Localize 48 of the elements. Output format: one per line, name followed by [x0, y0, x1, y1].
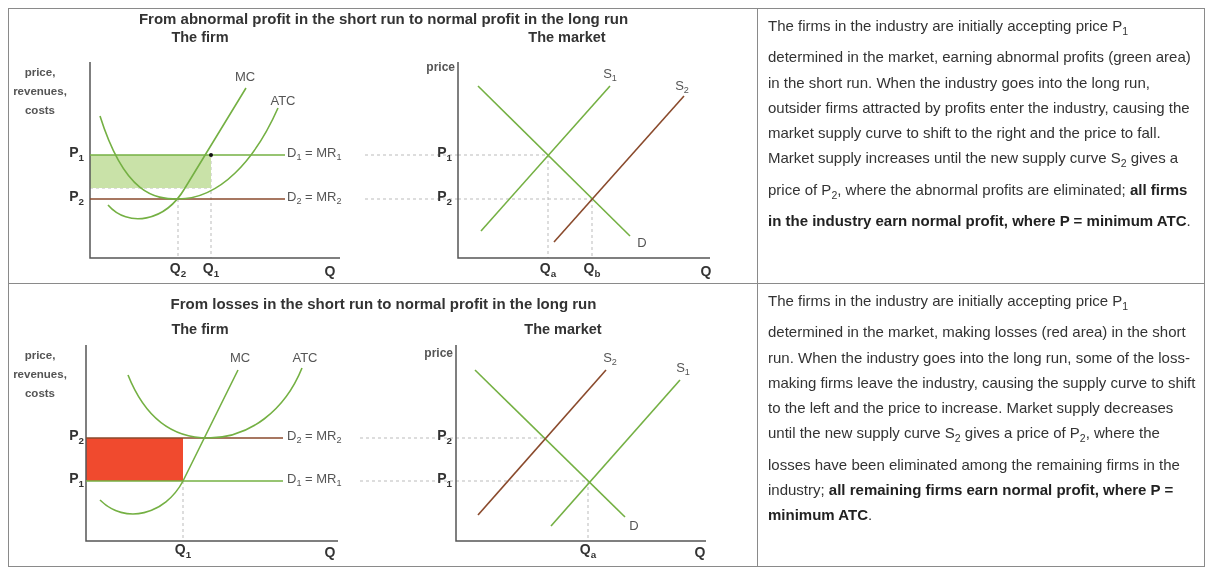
- graph-title: The market: [524, 321, 602, 337]
- quantity-label: Q$_{2}$: [169, 261, 187, 281]
- axis-title: Q: [324, 263, 336, 279]
- curve-label: S$_{2}$: [675, 77, 689, 98]
- graph-title: The firm: [171, 29, 229, 45]
- curve-label: MC: [229, 349, 251, 365]
- curve-label: S$_{2}$: [603, 349, 617, 370]
- quantity-label: Q$_{b}$: [583, 261, 601, 281]
- axis-title: price, revenues, costs: [12, 65, 68, 118]
- curve-label: ATC: [292, 349, 318, 365]
- curve-label: S$_{1}$: [676, 359, 690, 380]
- axis-title: Q: [694, 544, 706, 560]
- price-label: P$_{2}$: [69, 428, 84, 448]
- curve-label: D$_{2}$ = MR$_{2}$: [287, 188, 342, 209]
- explanation-paragraph: The firms in the industry are initially accepting price P$_{1}$ determined in the market, making losses (red area) in the short run. When the industry goes into the long run, some of the loss-making firms leave the industry, causing the supply curve to shift to the left and the price to increase. Market supply decreases until the new supply curve S$_{2}$ gives a price of P$_{2}$, where the losses have been eliminated among the remaining firms in the industry; all remaining firms earn normal profit, where P = minimum ATC.: [768, 291, 1197, 526]
- quantity-label: Q$_{1}$: [174, 542, 192, 562]
- price-label: P$_{1}$: [437, 145, 452, 165]
- curve-label: ATC: [270, 92, 296, 108]
- axis-title: Q: [324, 544, 336, 560]
- price-label: P$_{1}$: [437, 471, 452, 491]
- graph-title: The firm: [171, 321, 229, 337]
- table-cell: [8, 8, 759, 285]
- quantity-label: Q$_{a}$: [539, 261, 557, 281]
- quantity-label: Q$_{a}$: [579, 542, 597, 562]
- price-label: P$_{2}$: [437, 428, 452, 448]
- price-label: P$_{2}$: [437, 189, 452, 209]
- graph-title: The market: [528, 29, 606, 45]
- curve-label: D$_{2}$ = MR$_{2}$: [287, 427, 342, 448]
- table-cell: [757, 8, 1205, 285]
- curve-label: D$_{1}$ = MR$_{1}$: [287, 144, 342, 165]
- axis-title: price, revenues, costs: [12, 348, 68, 401]
- table-cell: [8, 283, 759, 567]
- axis-title: price: [426, 58, 455, 76]
- axis-title: price: [424, 344, 453, 362]
- price-label: P$_{1}$: [69, 145, 84, 165]
- explanation-paragraph: The firms in the industry are initially accepting price P$_{1}$ determined in the market, earning abnormal profits (green area) in the short run. When the industry goes into the long run, outsider firms attracted by profits enter the industry, causing the market supply curve to shift to the right and the price to fall. Market supply increases until the new supply curve S$_{2}$ gives a price of P$_{2}$, where the abnormal profits are eliminated; all firms in the industry earn normal profit, where P = minimum ATC.: [768, 16, 1192, 232]
- table-cell: [757, 283, 1205, 567]
- panel-title: From losses in the short run to normal profit in the long run: [169, 295, 598, 312]
- curve-label: D$_{1}$ = MR$_{1}$: [287, 470, 342, 491]
- curve-label: D: [629, 517, 639, 533]
- curve-label: MC: [234, 68, 256, 84]
- price-label: P$_{2}$: [69, 189, 84, 209]
- price-label: P$_{1}$: [69, 471, 84, 491]
- quantity-label: Q$_{1}$: [202, 261, 220, 281]
- curve-label: S$_{1}$: [603, 65, 617, 86]
- axis-title: Q: [700, 263, 712, 279]
- curve-label: D: [637, 234, 647, 250]
- panel-title: From abnormal profit in the short run to normal profit in the long run: [137, 10, 630, 27]
